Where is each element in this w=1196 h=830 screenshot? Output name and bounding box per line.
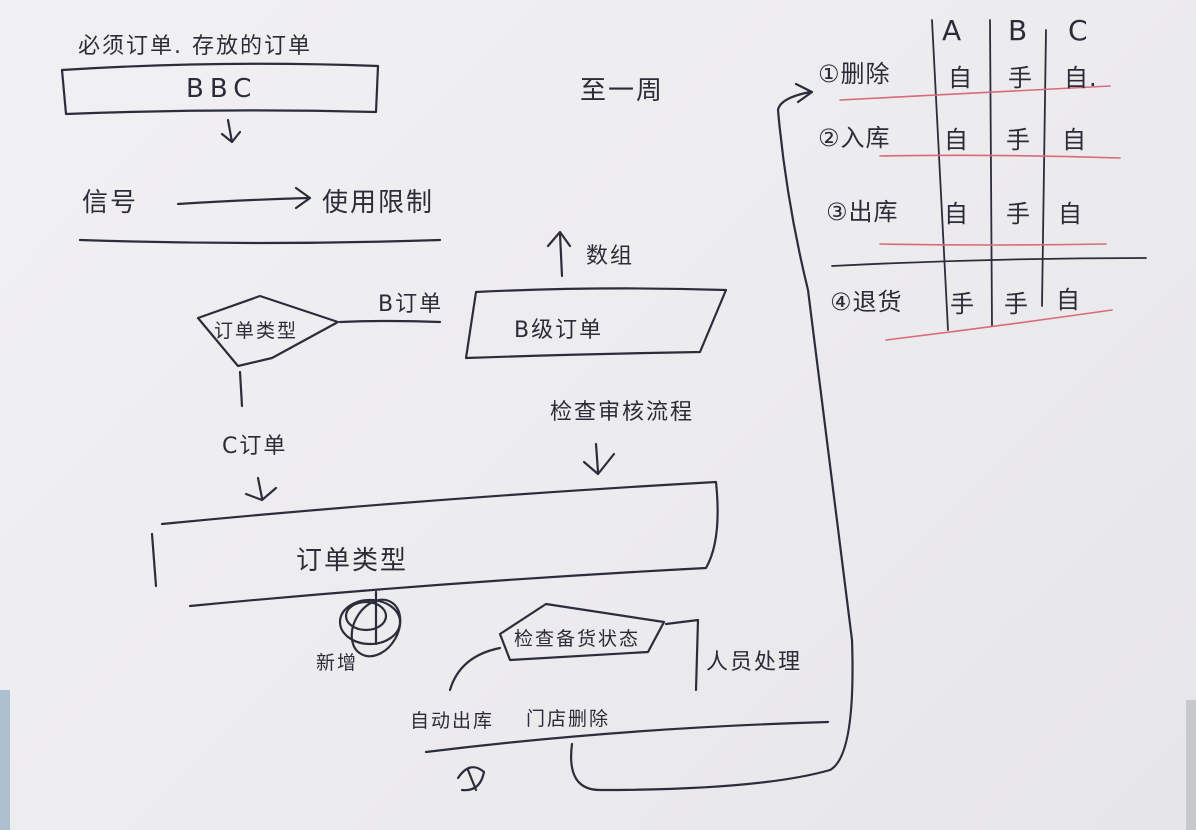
up-arrow [546,230,572,278]
week-label: 至一周 [580,76,665,106]
cell-delete-a: 自 [948,64,973,92]
bottom-branch-left [448,646,502,692]
cell-delete-c: 自. [1064,64,1098,92]
cell-inbound-b: 手 [1006,126,1031,154]
cell-inbound-c: 自 [1062,126,1087,154]
signal-label: 信号 [82,188,139,218]
table-header-c: C [1068,14,1090,47]
c-branch-label: C订单 [222,434,288,459]
order-box-label: 订单类型 [296,546,409,576]
arrow-down-1 [220,118,242,144]
paper-edge-left [0,690,10,830]
scribble-3 [344,600,388,632]
red-line-2 [879,154,1121,159]
red-line-1 [839,85,1111,101]
b-box-label: B级订单 [514,318,604,343]
row-label-inbound: ②入库 [818,124,891,152]
cell-delete-b: 手 [1008,64,1033,92]
permission-table [831,19,1147,341]
row-label-delete: ①删除 [818,60,891,88]
bottom-diamond-label: 检查备货状态 [514,628,641,650]
right-leaf-label: 人员处理 [706,650,803,675]
cell-outbound-a: 自 [944,200,969,228]
bottom-diamond [498,602,666,662]
cell-return-c: 自 [1056,286,1081,314]
table-divider [831,257,1147,267]
up-label: 数组 [586,244,635,269]
col-line-2 [989,19,993,327]
usage-limit-label: 使用限制 [322,188,435,218]
left-leaf-label: 自动出库 [410,710,495,732]
check-label: 检查审核流程 [550,400,695,425]
cell-return-a: 手 [950,290,975,318]
red-line-3 [879,243,1107,246]
bottom-scribble [456,766,486,792]
scribble-2 [350,598,402,658]
bottom-line [424,720,830,754]
connector-b [338,319,442,324]
connector-c [238,370,244,408]
divider-left [78,238,442,245]
top-box [60,62,380,116]
return-loop [570,82,854,792]
bottom-branch-right [664,618,700,692]
top-box-label: BBC [186,74,258,104]
diamond-order-type [196,294,340,368]
order-box [160,480,719,608]
col-line-3 [1041,29,1047,307]
cell-outbound-b: 手 [1006,200,1031,228]
paper-edge-right [1186,700,1196,830]
order-box-left-edge [150,532,158,588]
table-header-b: B [1008,14,1030,47]
row-label-outbound: ③出库 [826,198,899,226]
crossed-label: 新增 [316,652,359,674]
arrow-c-down [244,476,278,502]
cell-outbound-c: 自 [1058,200,1083,228]
red-line-4 [885,309,1113,341]
col-line-1 [931,19,949,331]
row-label-return: ④退货 [830,288,903,316]
cell-inbound-a: 自 [944,126,969,154]
arrow-check-down [582,442,616,476]
top-note: 必须订单. 存放的订单 [78,34,312,59]
b-branch-label: B订单 [378,292,444,317]
diamond-label: 订单类型 [214,320,299,342]
arrow-signal [176,186,312,210]
table-header-a: A [942,14,964,47]
cell-return-b: 手 [1004,290,1029,318]
b-box [464,287,728,360]
mid-leaf-label: 门店删除 [526,708,611,730]
